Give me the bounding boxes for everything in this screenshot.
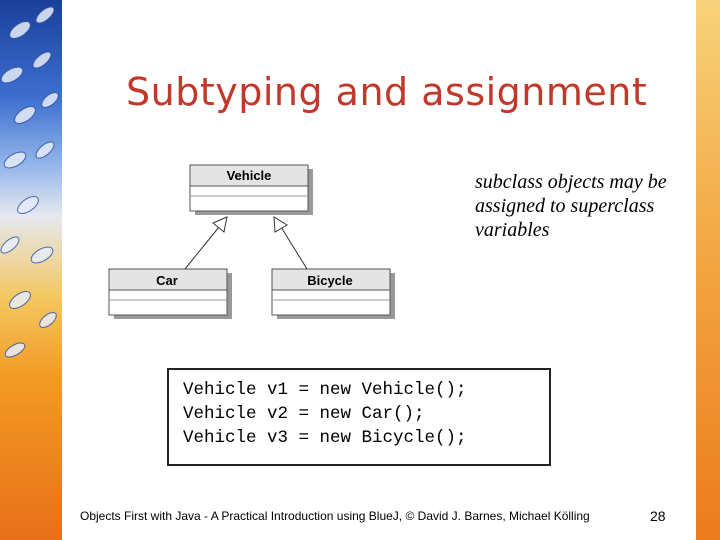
code-line-1: Vehicle v1 = new Vehicle(); bbox=[183, 380, 467, 400]
note-text: subclass objects may be assigned to supe… bbox=[475, 171, 667, 241]
vehicle-class-name: Vehicle bbox=[227, 168, 272, 183]
vehicle-class-box: Vehicle bbox=[189, 164, 309, 212]
decorative-left-band bbox=[0, 0, 62, 540]
bicycle-class-box: Bicycle bbox=[271, 268, 391, 316]
bicycle-inheritance-arrow bbox=[273, 216, 308, 270]
slide-title: Subtyping and assignment bbox=[126, 70, 648, 114]
page-number: 28 bbox=[650, 508, 666, 524]
slide-footer: Objects First with Java - A Practical In… bbox=[80, 509, 590, 523]
bicycle-class-name: Bicycle bbox=[307, 273, 353, 288]
car-class-name: Car bbox=[156, 273, 178, 288]
code-box: Vehicle v1 = new Vehicle(); Vehicle v2 =… bbox=[167, 368, 551, 466]
decorative-right-band bbox=[696, 0, 720, 540]
code-line-3: Vehicle v3 = new Bicycle(); bbox=[183, 428, 467, 448]
pill-pattern-decoration bbox=[0, 6, 59, 358]
car-inheritance-arrow bbox=[184, 216, 228, 270]
uml-class-diagram: Vehicle Car Bicycle bbox=[108, 164, 395, 319]
code-line-2: Vehicle v2 = new Car(); bbox=[183, 404, 425, 424]
car-class-box: Car bbox=[108, 268, 228, 316]
